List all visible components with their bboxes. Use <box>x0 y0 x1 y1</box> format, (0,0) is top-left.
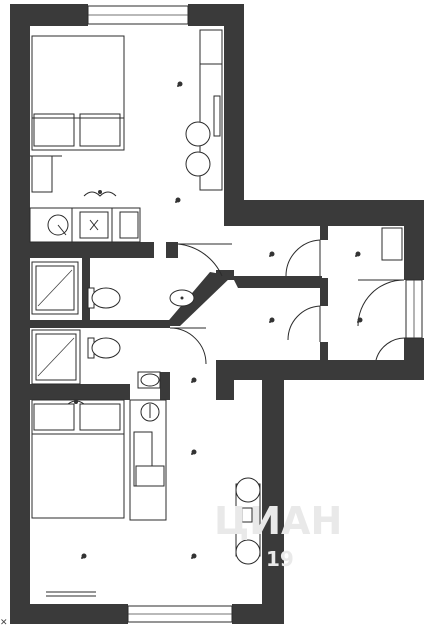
sink-icon <box>47 214 69 236</box>
fridge <box>119 211 139 239</box>
room-marker-icon <box>191 449 197 455</box>
shelf <box>46 591 96 597</box>
walls <box>10 4 424 624</box>
wardrobe <box>199 29 223 191</box>
sink-icon <box>137 371 161 389</box>
shower-tray-icon <box>31 261 79 315</box>
round-stool <box>185 121 211 147</box>
room-marker-icon <box>355 251 361 257</box>
room-marker-icon <box>269 317 275 323</box>
shower-tray-icon <box>31 329 81 385</box>
room-marker-icon <box>191 377 197 383</box>
side-counter <box>129 399 167 521</box>
windows <box>87 5 423 623</box>
watermark-text: ЦИАН <box>214 499 342 543</box>
room-marker-icon <box>191 553 197 559</box>
double-bed-icon <box>31 35 125 151</box>
round-stool <box>185 151 211 177</box>
room-marker-icon <box>269 251 275 257</box>
sink-icon <box>169 289 195 307</box>
room-marker-icon <box>357 317 363 323</box>
watermark-number: 19 <box>266 547 294 571</box>
toilet-icon <box>87 337 121 359</box>
door-swing-icon <box>169 239 407 365</box>
room-markers <box>81 81 363 559</box>
wing-cabinet <box>381 227 403 261</box>
toilet-icon <box>87 287 121 309</box>
tap-icon <box>67 400 85 405</box>
room-marker-icon <box>81 553 87 559</box>
dining-table <box>235 477 261 565</box>
tap-icon <box>83 190 117 197</box>
double-bed-icon <box>31 399 125 519</box>
room-marker-icon <box>175 197 181 203</box>
room-marker-icon <box>177 81 183 87</box>
stove-icon <box>79 211 109 239</box>
corner-close-icon: ✕ <box>0 618 8 626</box>
